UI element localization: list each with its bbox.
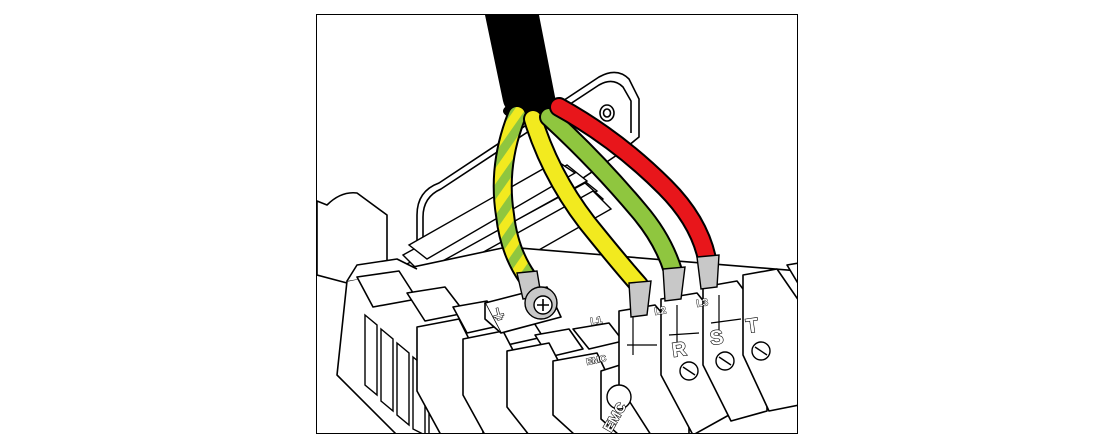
terminal-screws xyxy=(679,341,771,381)
emc-screw xyxy=(606,384,632,410)
ferrule-green xyxy=(662,266,686,302)
terminal-detail-lines xyxy=(627,295,742,355)
ferrule-yellow xyxy=(628,280,652,318)
ferrule-red xyxy=(696,254,720,290)
pe-wire xyxy=(494,107,535,285)
pe-ring-lug xyxy=(516,270,558,320)
l3-small-label: L3 xyxy=(696,297,710,310)
l1-small-label: L1 xyxy=(590,315,604,328)
earth-terminal-label: ⏚ xyxy=(490,305,507,324)
wire-ferrules xyxy=(628,254,720,318)
terminal-label-s: S xyxy=(709,326,725,350)
wires xyxy=(492,97,717,295)
phase-wire-yellow xyxy=(525,111,647,293)
l2-small-label: L2 xyxy=(654,305,668,318)
emc-small-label: EMC xyxy=(585,353,607,367)
terminal-label-r: R xyxy=(671,338,689,362)
wiring-illustration: ⏚ L1 L2 L3 EMC EMC R S T xyxy=(316,14,798,434)
drive-terminal-diagram: ⏚ L1 L2 L3 EMC EMC R S T xyxy=(317,15,797,433)
mounting-hole-right xyxy=(599,104,615,122)
phase-wire-green xyxy=(541,109,681,279)
cable-jacket xyxy=(485,15,559,121)
phase-wire-red xyxy=(551,99,715,267)
terminal-label-t: T xyxy=(745,314,760,337)
